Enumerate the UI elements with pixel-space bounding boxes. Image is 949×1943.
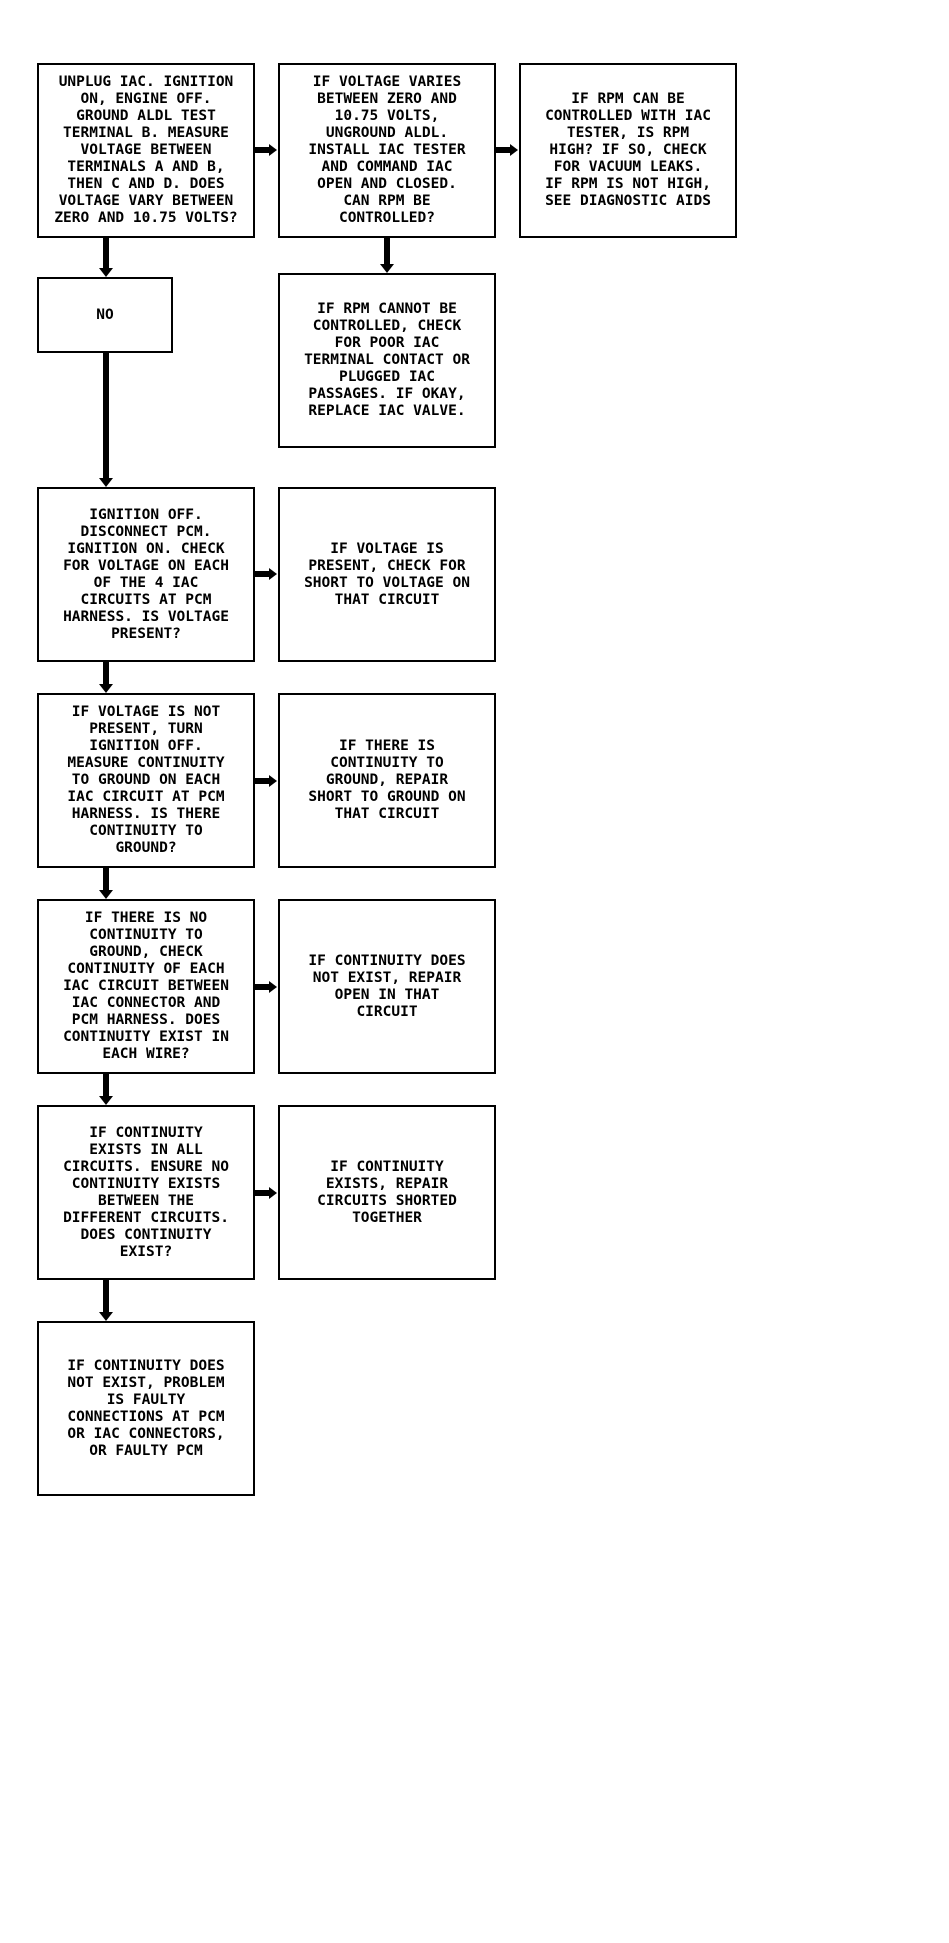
- arrow-b8-to-b9: [255, 778, 269, 784]
- step-faulty-connections-box: IF CONTINUITY DOES NOT EXIST, PROBLEM IS…: [37, 1321, 255, 1496]
- arrow-b2-to-b3: [496, 147, 510, 153]
- arrow-b10-to-b12-head: [99, 1096, 113, 1105]
- arrow-b6-to-b7: [255, 571, 269, 577]
- no-box: NO: [37, 277, 173, 353]
- step-voltage-present-box: IF VOLTAGE IS PRESENT, CHECK FOR SHORT T…: [278, 487, 496, 662]
- arrow-b1-to-b2: [255, 147, 269, 153]
- step-continuity-all-circuits-box: IF CONTINUITY EXISTS IN ALL CIRCUITS. EN…: [37, 1105, 255, 1280]
- step-unplug-iac-box: UNPLUG IAC. IGNITION ON, ENGINE OFF. GRO…: [37, 63, 255, 238]
- step-rpm-controlled-box: IF RPM CAN BE CONTROLLED WITH IAC TESTER…: [519, 63, 737, 238]
- arrow-b6-to-b7-head: [269, 568, 277, 580]
- arrow-b10-to-b12: [103, 1074, 109, 1096]
- arrow-b6-to-b8-head: [99, 684, 113, 693]
- arrow-b2-to-b3-head: [510, 144, 518, 156]
- arrow-b2-to-b5-head: [380, 264, 394, 273]
- arrow-b1-to-no: [103, 238, 109, 268]
- step-ignition-off-box: IGNITION OFF. DISCONNECT PCM. IGNITION O…: [37, 487, 255, 662]
- arrow-b6-to-b8: [103, 662, 109, 684]
- step-continuity-exists-box: IF CONTINUITY EXISTS, REPAIR CIRCUITS SH…: [278, 1105, 496, 1280]
- arrow-no-to-b6: [103, 353, 109, 480]
- arrow-b10-to-b11-head: [269, 981, 277, 993]
- arrow-b8-to-b10-head: [99, 890, 113, 899]
- arrow-b12-to-b13: [255, 1190, 269, 1196]
- step-continuity-to-ground-box: IF THERE IS CONTINUITY TO GROUND, REPAIR…: [278, 693, 496, 868]
- arrow-b1-to-no-head: [99, 268, 113, 277]
- arrow-b12-to-b14: [103, 1280, 109, 1312]
- arrow-b1-to-b2-head: [269, 144, 277, 156]
- arrow-no-to-b6-head: [99, 478, 113, 487]
- step-voltage-varies-box: IF VOLTAGE VARIES BETWEEN ZERO AND 10.75…: [278, 63, 496, 238]
- arrow-b12-to-b13-head: [269, 1187, 277, 1199]
- step-voltage-not-present-box: IF VOLTAGE IS NOT PRESENT, TURN IGNITION…: [37, 693, 255, 868]
- arrow-b12-to-b14-head: [99, 1312, 113, 1321]
- arrow-b10-to-b11: [255, 984, 269, 990]
- step-no-continuity-box: IF THERE IS NO CONTINUITY TO GROUND, CHE…: [37, 899, 255, 1074]
- arrow-b2-to-b5: [384, 238, 390, 264]
- arrow-b8-to-b9-head: [269, 775, 277, 787]
- step-rpm-not-controlled-box: IF RPM CANNOT BE CONTROLLED, CHECK FOR P…: [278, 273, 496, 448]
- step-continuity-not-exist-box: IF CONTINUITY DOES NOT EXIST, REPAIR OPE…: [278, 899, 496, 1074]
- arrow-b8-to-b10: [103, 868, 109, 890]
